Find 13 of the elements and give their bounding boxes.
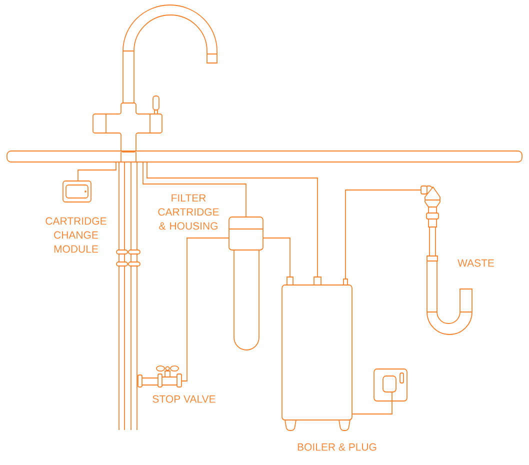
- part-label: STOP VALVE: [152, 395, 216, 403]
- part-label: FILTER CARTRIDGE & HOUSING: [158, 194, 219, 230]
- pipe: [352, 400, 392, 414]
- part-label: BOILER & PLUG: [298, 443, 376, 451]
- wall-socket: [374, 368, 408, 402]
- part-label: CARTRIDGE CHANGE MODULE: [46, 217, 106, 253]
- pipe: [345, 190, 422, 280]
- part-label: WASTE: [458, 259, 494, 267]
- pipe: [262, 238, 290, 278]
- pipe: [182, 238, 230, 382]
- tap: [92, 4, 218, 162]
- pipe: [146, 162, 318, 278]
- pipe: [78, 162, 116, 182]
